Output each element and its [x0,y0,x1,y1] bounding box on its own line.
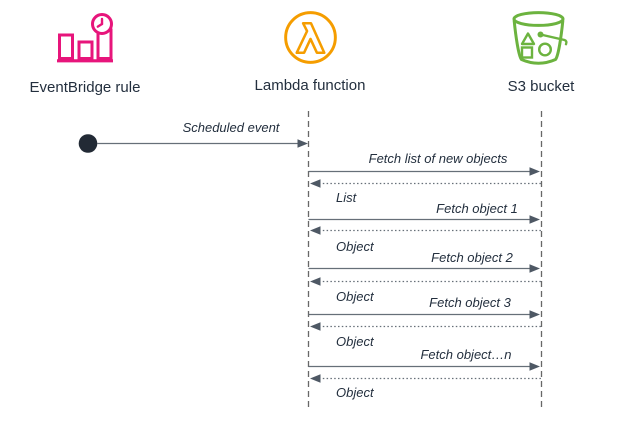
response-label-2: Object [336,239,374,254]
actor-s3: S3 bucket [461,11,621,96]
arrow-head [310,226,321,235]
arrow-head [310,374,321,383]
eventbridge-rule-icon [57,13,113,63]
actor-label-lambda: Lambda function [254,77,366,94]
response-label-1: List [336,190,357,205]
request-label-2: Fetch object 1 [436,201,518,216]
actor-lambda: Lambda function [230,10,390,95]
arrow-head [310,277,321,286]
arrow-head [529,310,540,319]
arrow-head [310,179,321,188]
actor-label-s3: S3 bucket [507,78,575,95]
actor-eventbridge: EventBridge rule [5,11,165,97]
response-label-4: Object [336,334,374,349]
arrow-head [529,362,540,371]
s3-bucket-icon [512,11,568,65]
start-node [78,134,98,153]
actor-label-eventbridge: EventBridge rule [29,79,141,96]
request-label-4: Fetch object 3 [429,295,511,310]
response-label-5: Object [336,385,374,400]
request-label-1: Fetch list of new objects [368,151,508,166]
request-label-3: Fetch object 2 [431,250,513,265]
message-label-scheduled-event: Scheduled event [182,120,280,135]
arrow-head [529,167,540,176]
lambda-function-icon [283,11,337,64]
arrow-head [529,215,540,224]
arrow-head [297,139,308,148]
request-label-5: Fetch object…n [420,347,512,362]
response-label-3: Object [336,289,374,304]
arrow-head [310,322,321,331]
arrow-head [529,264,540,273]
